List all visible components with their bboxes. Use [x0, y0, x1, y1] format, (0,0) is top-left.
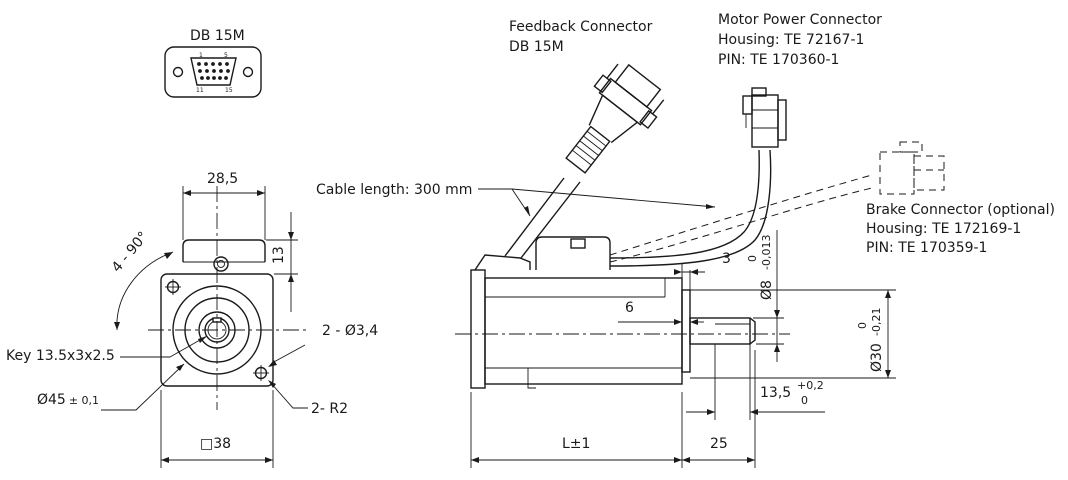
- dim-3: 3: [722, 251, 731, 267]
- key-length-label: 13,5: [760, 385, 791, 401]
- flange-diameter-value: Ø30: [869, 343, 885, 372]
- brake-connector-housing: Housing: TE 172169-1: [866, 221, 1021, 237]
- db15-pin-1: 1: [199, 52, 203, 59]
- key-length-tol-upper: +0,2: [797, 379, 824, 392]
- db15-label: DB 15M: [190, 28, 245, 44]
- flange-diameter-tol-upper: 0: [856, 322, 869, 329]
- brake-connector-pin: PIN: TE 170359-1: [866, 240, 987, 256]
- pilot-diameter-value: Ø45: [37, 392, 66, 408]
- shaft-diameter-tol-lower: -0,013: [760, 235, 773, 270]
- flange-diameter-label: Ø30: [869, 343, 885, 372]
- dim-height-13: 13: [271, 246, 287, 264]
- length-label: L±1: [562, 436, 590, 452]
- motor-power-connector-title: Motor Power Connector: [718, 12, 882, 28]
- pilot-diameter-tolerance: ± 0,1: [69, 394, 99, 407]
- front-view: [101, 186, 310, 468]
- db15-connector-icon: [164, 46, 262, 98]
- square-label: □38: [200, 436, 231, 452]
- radius-label: 2- R2: [311, 401, 348, 417]
- shaft-length-label: 25: [710, 436, 728, 452]
- key-label: Key 13.5x3x2.5: [6, 348, 115, 364]
- key-length-value: 13,5: [760, 385, 791, 401]
- key-length-tol-lower: 0: [801, 394, 808, 407]
- flange-diameter-tol-lower: -0,21: [870, 308, 883, 336]
- db15-pin-11: 11: [196, 87, 204, 94]
- db15-pin-5: 5: [224, 52, 228, 59]
- holes-label: 2 - Ø3,4: [322, 323, 378, 339]
- shaft-diameter-tol-upper: 0: [746, 255, 759, 262]
- motor-power-connector-housing: Housing: TE 72167-1: [718, 32, 864, 48]
- brake-connector-title: Brake Connector (optional): [866, 202, 1055, 218]
- shaft-diameter-value: Ø8: [759, 280, 775, 300]
- db15-pin-15: 15: [225, 87, 233, 94]
- feedback-connector-title: Feedback Connector: [509, 19, 653, 35]
- angle-label: 4 - 90°: [109, 229, 152, 276]
- cable-length-label: Cable length: 300 mm: [316, 182, 472, 198]
- dim-width-28-5: 28,5: [207, 171, 238, 187]
- motor-power-connector-pin: PIN: TE 170360-1: [718, 52, 839, 68]
- pilot-diameter-label: Ø45± 0,1: [37, 392, 99, 408]
- side-view: [455, 63, 945, 468]
- dim-6: 6: [625, 300, 634, 316]
- shaft-diameter-label: Ø8: [759, 280, 775, 300]
- feedback-connector-type: DB 15M: [509, 39, 564, 55]
